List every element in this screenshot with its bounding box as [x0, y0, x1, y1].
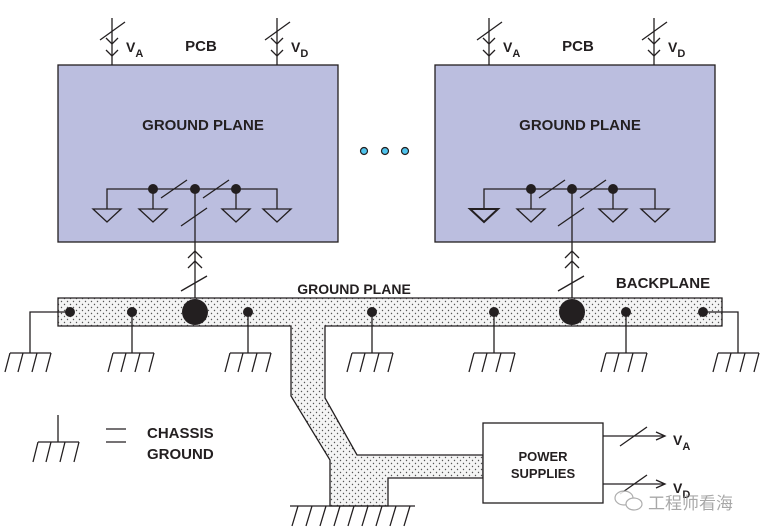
- ground-symbol-icon: [597, 208, 629, 223]
- watermark-text: 工程师看海: [648, 494, 733, 514]
- power-supplies-box: [482, 422, 604, 504]
- legend-label-line1: CHASSIS: [147, 425, 214, 442]
- pcb-left: GROUND PLANE PCB VA VD: [57, 18, 339, 298]
- pcb-right-title: PCB: [562, 38, 594, 55]
- backplane-connector-junctions: [182, 299, 585, 325]
- ground-symbol-icon: [515, 208, 547, 223]
- ground-symbol-icon: [220, 208, 252, 223]
- pcb-left-title: PCB: [185, 38, 217, 55]
- ground-symbol-icon: [261, 208, 293, 223]
- ellipsis-more-boards: [359, 146, 410, 156]
- ground-symbol-icon: [91, 208, 123, 223]
- chassis-ground-icon: [224, 352, 272, 373]
- ground-symbol-icon: [467, 208, 501, 224]
- pcb-right-ground-plane: [434, 64, 716, 243]
- chassis-ground-icon: [4, 352, 52, 373]
- ground-symbol-icon: [137, 208, 169, 223]
- pcb-left-plane-label: GROUND PLANE: [142, 117, 264, 134]
- power-supplies-label-line2: SUPPLIES: [511, 466, 576, 481]
- chassis-ground-symbols: [4, 352, 760, 527]
- power-supplies: POWER SUPPLIES VA VD: [482, 422, 690, 504]
- pcb-right-va-connector: [476, 18, 503, 65]
- pcb-right-va-label: VA: [503, 39, 520, 60]
- pcb-right-junctions: [526, 184, 618, 194]
- backplane-plane-label: GROUND PLANE: [297, 281, 411, 297]
- power-output-va-label: VA: [673, 432, 690, 453]
- watermark: 工程师看海: [614, 490, 733, 514]
- backplane-ground-plane: [57, 297, 723, 507]
- pcb-right-vd-label: VD: [668, 39, 685, 60]
- pcb-left-ground-symbols: [91, 208, 293, 223]
- wechat-icon: [614, 490, 643, 511]
- power-output-vd: [603, 474, 667, 495]
- pcb-left-ground-plane: [57, 64, 339, 243]
- legend-equals-sign: [106, 428, 126, 443]
- chassis-ground-icon: [346, 352, 394, 373]
- chassis-ground-leads: [29, 311, 739, 353]
- pcb-left-junctions: [148, 184, 241, 194]
- pcb-right: GROUND PLANE PCB VA VD: [434, 18, 716, 298]
- power-supplies-label-line1: POWER: [518, 449, 568, 464]
- pcb-right-ground-symbols: [467, 208, 671, 224]
- power-output-vd-label: VD: [673, 480, 690, 501]
- pcb-left-va-connector: [99, 18, 126, 65]
- pcb-left-va-label: VA: [126, 39, 143, 60]
- power-output-va: [603, 426, 667, 447]
- pcb-right-vd-connector: [641, 18, 668, 65]
- chassis-ground-icon: [600, 352, 648, 373]
- chassis-ground-icon: [468, 352, 516, 373]
- legend-chassis-ground-icon: [32, 415, 80, 463]
- pcb-left-vd-connector: [264, 18, 291, 65]
- chassis-ground-icon: [107, 352, 155, 373]
- legend: CHASSIS GROUND: [32, 415, 214, 463]
- pcb-left-vd-label: VD: [291, 39, 308, 60]
- chassis-ground-icon: [712, 352, 760, 373]
- legend-label-line2: GROUND: [147, 446, 214, 463]
- pcb-right-plane-label: GROUND PLANE: [519, 117, 641, 134]
- ground-symbol-icon: [639, 208, 671, 223]
- main-chassis-ground-icon: [290, 505, 415, 527]
- backplane-label: BACKPLANE: [616, 275, 710, 292]
